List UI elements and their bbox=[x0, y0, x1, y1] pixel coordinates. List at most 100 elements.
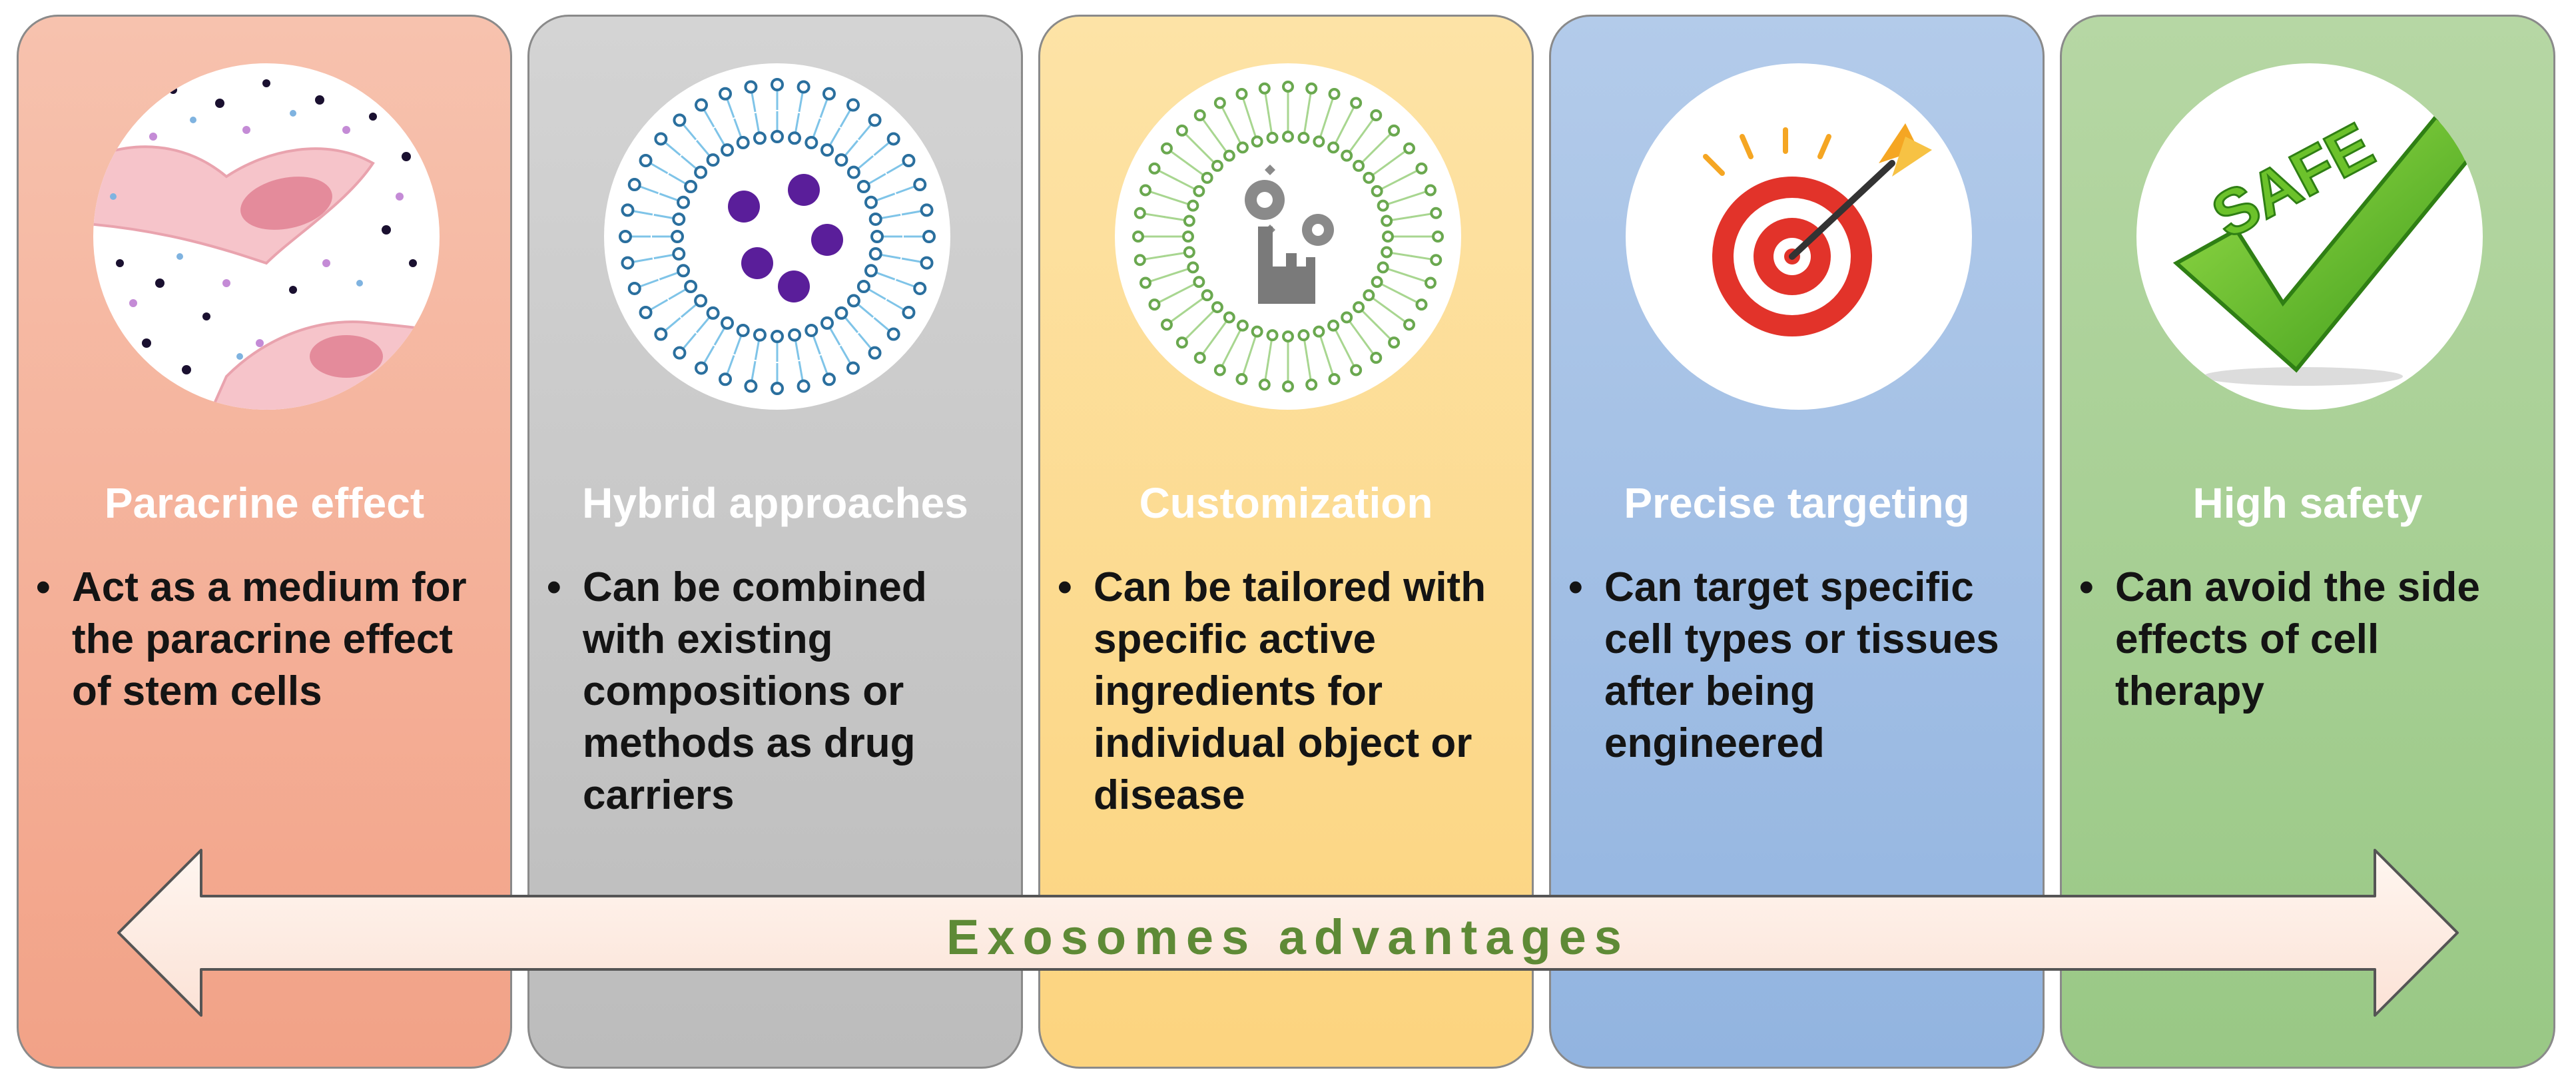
lipid-head bbox=[1175, 336, 1188, 349]
lipid-head bbox=[1235, 88, 1248, 101]
lipid-head bbox=[1370, 109, 1383, 121]
lipid-head bbox=[1403, 318, 1416, 331]
lipid-head bbox=[771, 130, 784, 143]
panel-high-safety: SAFE High safety • Can avoid the side ef… bbox=[2060, 15, 2555, 1069]
lipid-head bbox=[1370, 352, 1383, 364]
lipid-head bbox=[868, 212, 882, 226]
lipid-head bbox=[1297, 329, 1310, 342]
lipid-head bbox=[922, 230, 936, 243]
lipid-head bbox=[797, 80, 810, 94]
lipid-head bbox=[744, 80, 758, 94]
safe-checkmark-icon: SAFE bbox=[2136, 63, 2483, 410]
lipid-head bbox=[744, 379, 758, 393]
lipid-head bbox=[695, 361, 708, 375]
lipid-head bbox=[1223, 149, 1235, 162]
lipid-head bbox=[753, 131, 767, 145]
lipid-head bbox=[1133, 207, 1146, 219]
lipid-head bbox=[1266, 329, 1279, 342]
lipid-head bbox=[1388, 124, 1401, 137]
lipid-head bbox=[1377, 261, 1389, 274]
lipid-head bbox=[654, 327, 668, 341]
lipid-head bbox=[1341, 149, 1353, 162]
lipid-head bbox=[694, 294, 708, 308]
lipid-head bbox=[868, 346, 882, 360]
lipid-head bbox=[1160, 318, 1173, 331]
lipid-head bbox=[721, 143, 734, 157]
lipid-head bbox=[1432, 231, 1444, 243]
panel-description-text: Can avoid the side effects of cell thera… bbox=[2115, 564, 2480, 714]
lipid-head bbox=[719, 87, 733, 101]
lipid-head bbox=[619, 230, 632, 243]
lipid-head bbox=[902, 154, 916, 167]
lipid-head bbox=[920, 203, 934, 217]
lipid-head bbox=[1258, 82, 1271, 95]
lipid-head bbox=[868, 247, 882, 261]
target-arrow-icon bbox=[1626, 63, 1972, 410]
panel-description: • Can target specific cell types or tiss… bbox=[1568, 562, 2017, 770]
bullet: • bbox=[1058, 564, 1072, 610]
lipid-head bbox=[846, 98, 860, 112]
lipid-head bbox=[1327, 319, 1340, 332]
lipid-head bbox=[1213, 97, 1226, 109]
lipid-head bbox=[1371, 185, 1383, 197]
lipid-head bbox=[1139, 276, 1152, 289]
lipid-head bbox=[820, 143, 834, 157]
lipid-head bbox=[1371, 276, 1383, 288]
panel-description: • Can avoid the side effects of cell the… bbox=[2079, 562, 2528, 718]
lipid-head bbox=[868, 113, 882, 127]
lipid-head bbox=[1377, 199, 1389, 212]
panel-title: Customization bbox=[1139, 479, 1433, 527]
lipid-head bbox=[902, 306, 916, 319]
lipid-head bbox=[1313, 325, 1325, 338]
lipid-head bbox=[1211, 301, 1223, 314]
lipid-head bbox=[846, 361, 860, 375]
stem-cell-icon bbox=[93, 63, 440, 410]
lipid-head bbox=[706, 306, 720, 320]
lipid-head bbox=[677, 195, 691, 209]
lipid-head bbox=[1381, 215, 1393, 227]
panel-description: • Act as a medium for the paracrine effe… bbox=[36, 562, 485, 718]
lipid-head bbox=[694, 165, 708, 179]
lipid-head bbox=[627, 178, 641, 192]
lipid-head bbox=[719, 372, 733, 386]
bullet: • bbox=[2079, 564, 2094, 610]
lipid-head bbox=[1353, 301, 1365, 314]
lipid-head bbox=[771, 330, 784, 343]
lipid-head bbox=[771, 382, 784, 395]
lipid-head bbox=[1282, 131, 1294, 143]
lipid-head bbox=[1415, 162, 1428, 175]
lipid-head bbox=[695, 98, 708, 112]
lipid-head bbox=[1175, 124, 1188, 137]
lipid-head bbox=[1183, 246, 1195, 259]
lipid-head bbox=[672, 247, 686, 261]
bullet: • bbox=[547, 564, 561, 610]
lipid-head bbox=[886, 132, 900, 146]
lipid-head bbox=[1148, 162, 1161, 175]
panel-description-text: Can target specific cell types or tissue… bbox=[1604, 564, 1999, 766]
lipid-head bbox=[1193, 109, 1206, 121]
lipid-head bbox=[1282, 81, 1294, 93]
liposome-icon bbox=[604, 63, 950, 410]
lipid-head bbox=[820, 316, 834, 330]
lipid-head bbox=[1430, 207, 1443, 219]
lipid-head bbox=[788, 328, 802, 342]
lipid-head bbox=[677, 264, 691, 278]
lipid-head bbox=[886, 327, 900, 341]
lipid-head bbox=[1266, 131, 1279, 144]
lipid-head bbox=[1403, 142, 1416, 155]
lipid-head bbox=[1201, 289, 1213, 302]
lipid-head bbox=[913, 178, 927, 192]
lipid-head bbox=[1297, 131, 1310, 144]
lipid-head bbox=[846, 165, 860, 179]
panel-description-text: Act as a medium for the paracrine effect… bbox=[72, 564, 467, 714]
bullet: • bbox=[36, 564, 51, 610]
lipid-head bbox=[1236, 141, 1249, 154]
lipid-head bbox=[788, 131, 802, 145]
lipid-head bbox=[822, 87, 836, 101]
bullet: • bbox=[1568, 564, 1583, 610]
lipid-head bbox=[1187, 261, 1199, 274]
panel-title: High safety bbox=[2192, 479, 2423, 527]
lipid-head bbox=[684, 280, 698, 293]
panel-title: Paracrine effect bbox=[104, 479, 425, 527]
lipid-head bbox=[672, 212, 686, 226]
